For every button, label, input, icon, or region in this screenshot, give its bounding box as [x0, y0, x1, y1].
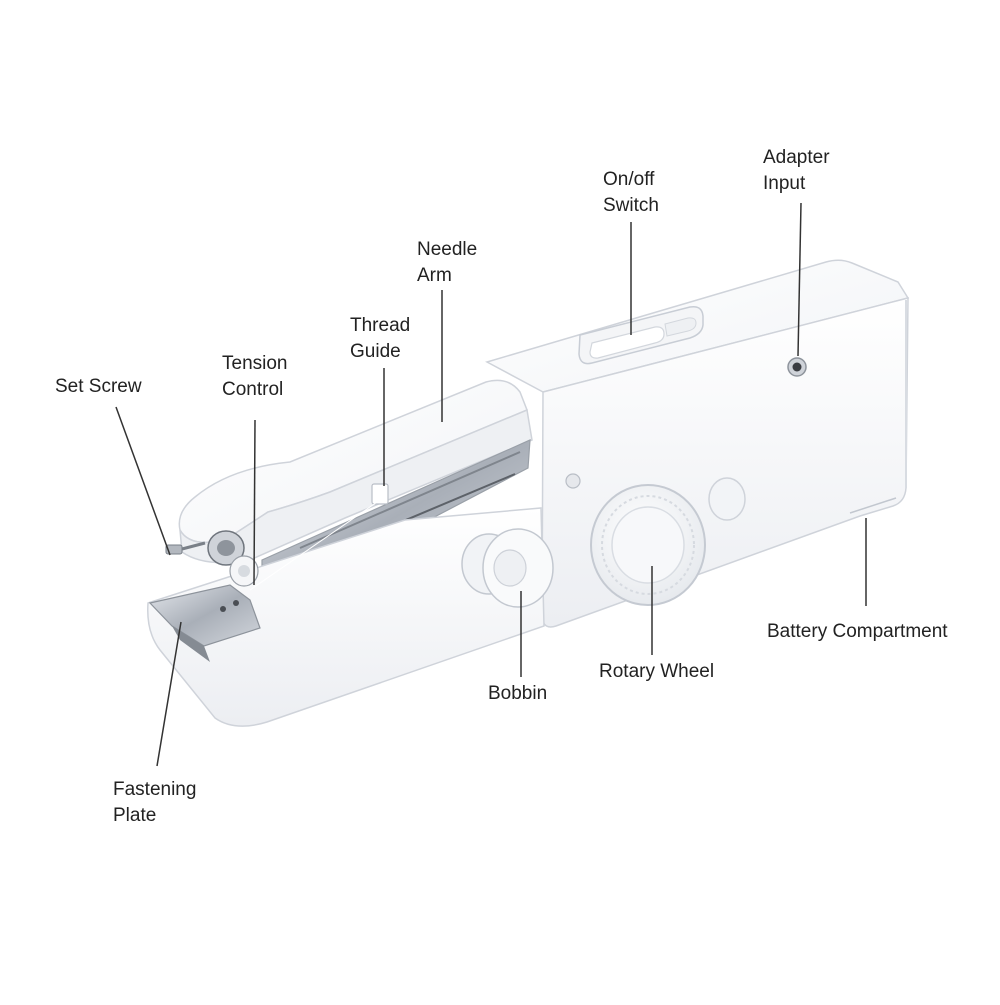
leader-tension-control — [253, 419, 256, 586]
label-fastening-plate: Fastening Plate — [113, 777, 196, 829]
round-button — [708, 477, 746, 521]
leader-adapter-input — [797, 202, 802, 357]
label-battery-compartment-line1: Battery Compartment — [767, 621, 948, 642]
label-set-screw: Set Screw — [55, 374, 142, 400]
label-adapter-input-line1: Adapter — [763, 147, 830, 168]
label-thread-guide-line1: Thread — [350, 315, 411, 336]
battery-compartment-seam — [849, 497, 897, 514]
on-off-switch — [578, 305, 704, 365]
adapter-input-jack — [787, 357, 807, 377]
label-adapter-input: Adapter Input — [763, 145, 830, 197]
label-on-off-switch-line1: On/off — [603, 169, 655, 190]
housing-screw-hole — [565, 473, 581, 489]
rotary-wheel — [590, 484, 706, 606]
label-rotary-wheel: Rotary Wheel — [599, 659, 714, 685]
leader-set-screw — [115, 406, 171, 556]
thread-guide — [249, 483, 389, 591]
label-set-screw-line1: Set Screw — [55, 376, 142, 397]
label-bobbin: Bobbin — [488, 681, 547, 707]
label-tension-control: Tension Control — [222, 351, 288, 403]
label-fastening-plate-line2: Plate — [113, 805, 157, 826]
bobbin — [461, 528, 554, 608]
label-tension-control-line2: Control — [222, 379, 284, 400]
label-needle-arm: Needle Arm — [417, 237, 477, 289]
label-fastening-plate-line1: Fastening — [113, 779, 197, 800]
leader-lines — [115, 202, 867, 767]
fastening-plate — [148, 584, 261, 662]
label-needle-arm-line2: Arm — [417, 265, 452, 286]
label-battery-compartment: Battery Compartment — [767, 619, 948, 645]
label-tension-control-line1: Tension — [222, 353, 288, 374]
label-thread-guide-line2: Guide — [350, 341, 401, 362]
set-screw — [165, 541, 206, 555]
label-bobbin-line1: Bobbin — [488, 683, 548, 704]
tension-control-knob — [207, 530, 259, 587]
leader-fastening-plate — [156, 621, 182, 767]
label-adapter-input-line2: Input — [763, 173, 806, 194]
label-on-off-switch-line2: Switch — [603, 195, 659, 216]
label-needle-arm-line1: Needle — [417, 239, 478, 260]
lower-base — [147, 507, 545, 727]
label-rotary-wheel-line1: Rotary Wheel — [599, 661, 715, 682]
label-on-off-switch: On/off Switch — [603, 167, 659, 219]
label-thread-guide: Thread Guide — [350, 313, 410, 365]
